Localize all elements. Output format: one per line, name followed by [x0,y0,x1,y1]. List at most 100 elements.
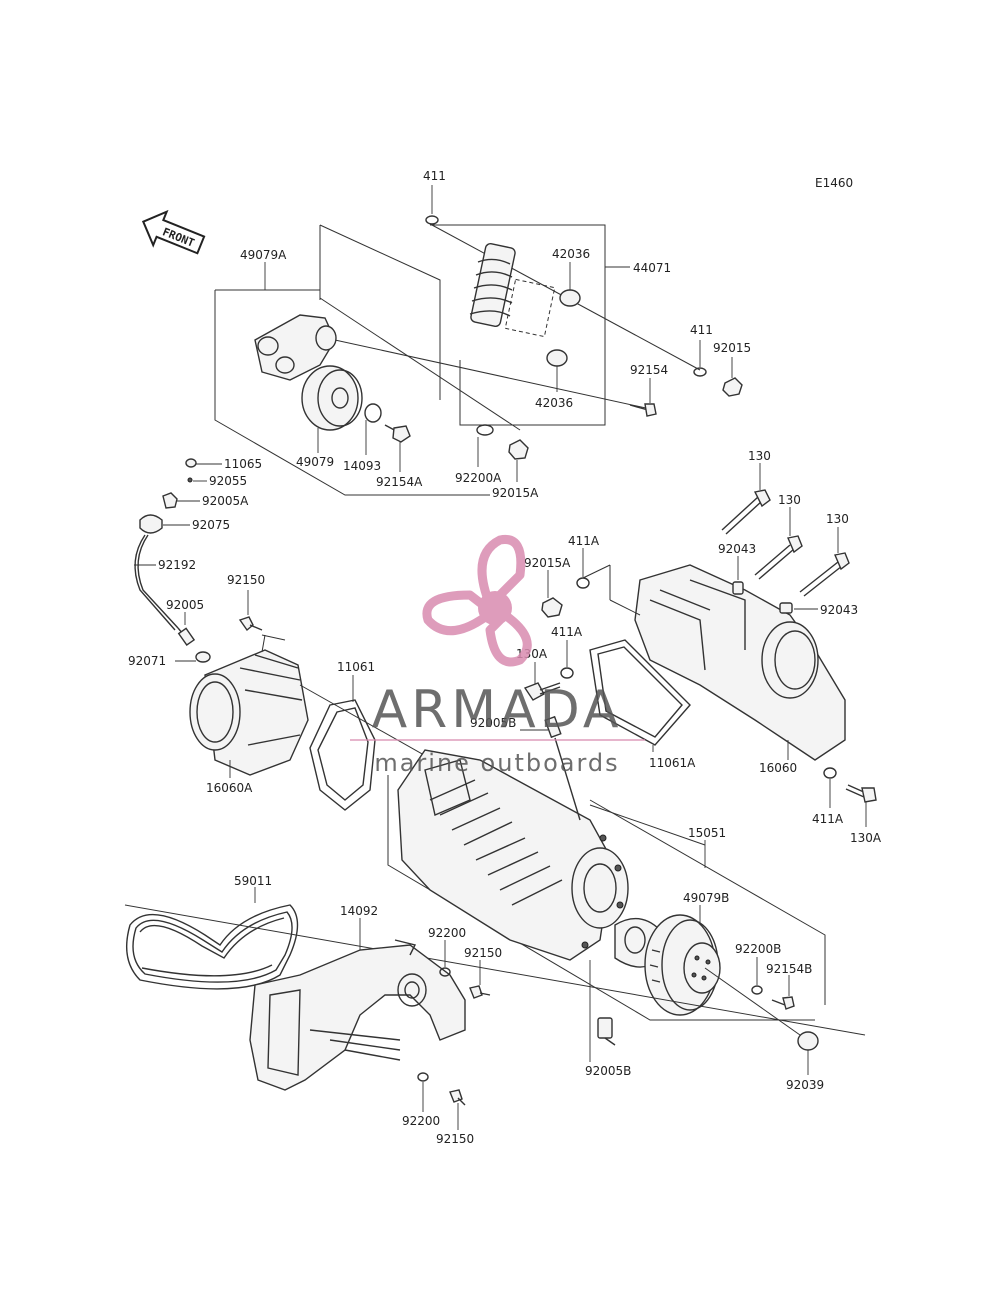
bushing-42036-bottom [546,349,568,367]
bolt-92150-bottom [449,1089,466,1106]
washer-92200A [476,424,494,436]
washer-411-top [425,215,439,225]
label-92071: 92071 [128,654,166,668]
washer-14093 [364,403,382,423]
label-92200B: 92200B [735,942,781,956]
washer-92200-bottom [417,1072,429,1082]
fitting-92005A [162,492,178,509]
label-16060: 16060 [759,761,797,775]
label-130: 130 [748,449,771,463]
washer-411A-3 [823,767,837,779]
label-49079: 49079 [296,455,334,469]
nut-92015A-mid [541,597,563,618]
label-44071: 44071 [633,261,671,275]
label-92200: 92200 [428,926,466,940]
gasket-11061 [309,699,376,811]
tensioner-arm [254,314,337,381]
nut-92015 [722,377,743,397]
cap-92039 [797,1031,819,1051]
label-11061: 11061 [337,660,375,674]
fitting-92005 [177,627,196,647]
bushing-42036-top [559,289,581,307]
washer-411-right [693,367,707,377]
dowel-92043-1 [732,581,744,595]
label-14093: 14093 [343,459,381,473]
drive-belt-59011 [126,904,299,990]
label-59011: 59011 [234,874,272,888]
label-92005A: 92005A [202,494,249,508]
label-11061A: 11061A [649,756,696,770]
label-411A: 411A [812,812,844,826]
banjo-92075 [139,514,163,534]
drive-pulley-49079B [644,914,721,1016]
label-49079B: 49079B [683,891,729,905]
label-92192: 92192 [158,558,196,572]
label-92055: 92055 [209,474,247,488]
oring-92071 [195,651,211,663]
watermark-tagline: marine outboards [374,749,619,777]
fitting-92005B-bottom [597,1017,616,1046]
watermark: ARMADA marine outboards [350,534,645,777]
label-14092: 14092 [340,904,378,918]
label-16060A: 16060A [206,781,253,795]
label-92150: 92150 [464,946,502,960]
label-130: 130 [778,493,801,507]
diagram-code: E1460 [815,176,853,190]
intake-case-16060 [634,564,846,761]
propeller-logo-icon [422,534,532,667]
watermark-brand: ARMADA [372,680,623,740]
part-labels: 411 42036 44071 49079A 411 92015 92154 4… [128,169,882,1146]
label-49079A: 49079A [240,248,287,262]
label-92005B: 92005B [470,716,516,730]
label-92039: 92039 [786,1078,824,1092]
label-92154A: 92154A [376,475,423,489]
label-92200A: 92200A [455,471,502,485]
washer-411A-2 [560,667,574,679]
bolt-130A-left [523,682,561,701]
front-arrow-icon: FRONT [141,209,206,255]
label-411A: 411A [551,625,583,639]
bolt-92150-mid [469,985,491,999]
oring-92055 [187,477,193,483]
label-92150: 92150 [227,573,265,587]
bolt-130-1 [721,489,771,535]
gasket-11061A [589,639,691,746]
label-130A: 130A [850,831,882,845]
tensioner-group [214,185,743,496]
bolt-130-3 [799,552,850,597]
shock-absorber [469,242,556,338]
label-92015A: 92015A [524,556,571,570]
label-92015: 92015 [713,341,751,355]
fitting-92005B-mid [544,715,581,821]
bolt-130A-right [845,784,877,803]
washer-92200-top [439,967,451,977]
label-411A: 411A [568,534,600,548]
oil-line-group [134,458,263,663]
label-92154: 92154 [630,363,668,377]
label-411: 411 [690,323,713,337]
label-411: 411 [423,169,446,183]
label-92005: 92005 [166,598,204,612]
label-92015A: 92015A [492,486,539,500]
bolt-92154B [771,996,795,1010]
label-92154B: 92154B [766,962,812,976]
bolt-92154 [629,403,657,417]
bolt-92150-left [238,616,263,632]
bolt-92154A [384,424,411,443]
belt-cover-14092 [249,939,466,1091]
nut-92015A-top [508,439,529,460]
idler-pulley-49079 [301,365,363,431]
label-15051: 15051 [688,826,726,840]
label-92150: 92150 [436,1132,474,1146]
label-92005B: 92005B [585,1064,631,1078]
washer-411A-1 [576,577,590,589]
label-11065: 11065 [224,457,262,471]
label-42036: 42036 [552,247,590,261]
label-92200: 92200 [402,1114,440,1128]
label-92075: 92075 [192,518,230,532]
label-42036: 42036 [535,396,573,410]
label-130: 130 [826,512,849,526]
washer-92200B [751,985,763,995]
case-16060A [189,649,309,776]
